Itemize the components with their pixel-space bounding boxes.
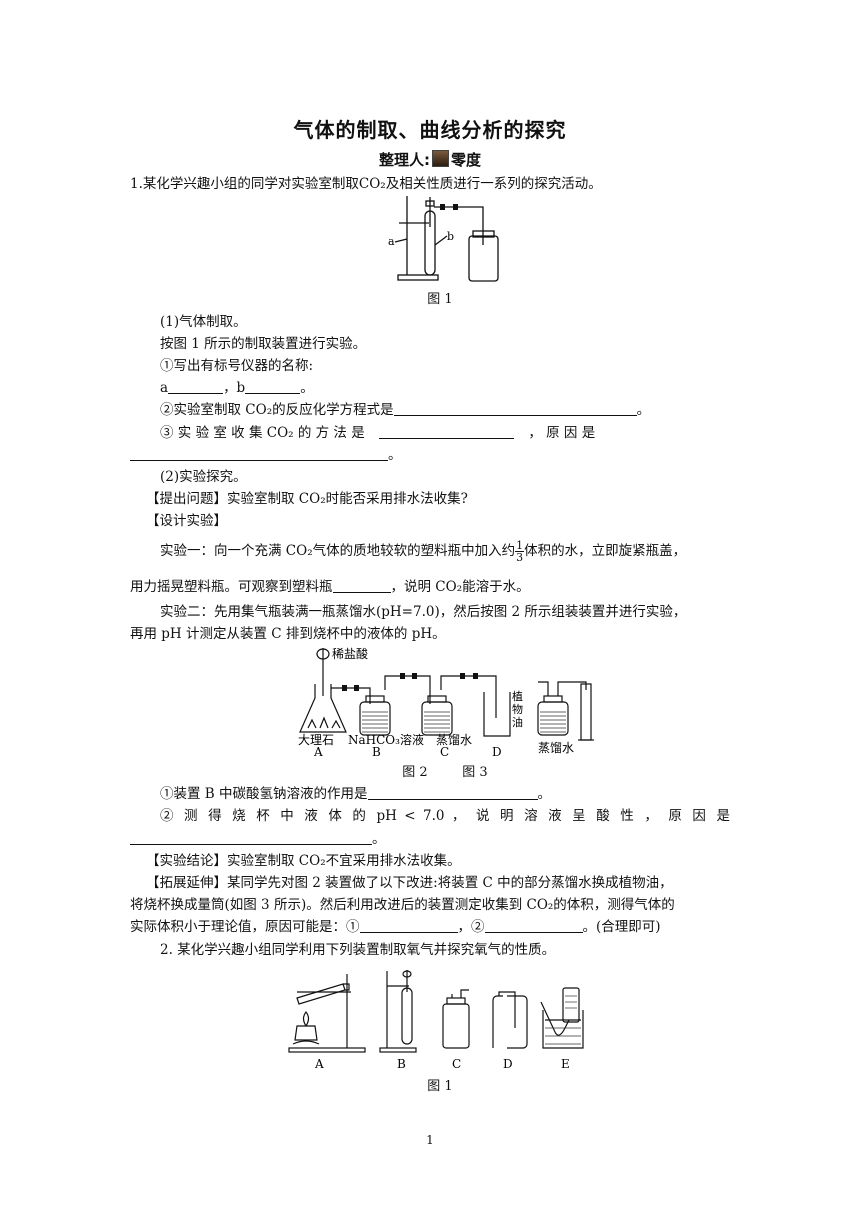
blank-b <box>245 379 301 394</box>
blank-nahco3 <box>367 785 538 800</box>
q2-label-B: B <box>397 1057 406 1071</box>
q1-p15: ①装置 B 中碳酸氢钠溶液的作用是 。 <box>160 784 730 804</box>
q1-p4: a ，b 。 <box>160 378 730 398</box>
blank-equation <box>393 401 637 416</box>
label-oil-1: 植 <box>512 689 523 703</box>
q1-p17-end: 。 <box>372 831 386 847</box>
q1-exp2-line2: 再用 pH 计测定从装置 C 排到烧杯中的液体的 pH。 <box>130 626 446 642</box>
label-C: C <box>440 745 449 758</box>
q1-p5-a: ②实验室制取 CO₂的反应化学方程式是 <box>160 402 394 418</box>
q1-p2: 按图 1 所示的制取装置进行实验。 <box>160 336 367 352</box>
q1-p7: 。 <box>130 445 730 465</box>
label-B: B <box>372 745 381 758</box>
label-nahco3: NaHCO₃溶液 <box>348 732 424 747</box>
q2-intro: 2. 某化学兴趣小组同学利用下列装置制取氧气并探究氧气的性质。 <box>160 942 556 958</box>
blank-observation <box>332 578 391 593</box>
q1-p4-b: ，b <box>223 380 246 396</box>
q1-p6: ③ 实 验 室 收 集 CO₂ 的 方 法 是 ， 原 因 是 <box>160 423 730 443</box>
blank-cause-1 <box>359 918 458 933</box>
fig1-caption: 图 1 <box>427 292 453 307</box>
fig1-label-a: a <box>388 235 395 248</box>
q2-label-C: C <box>452 1057 461 1071</box>
avatar-icon <box>431 150 449 167</box>
q1-p21-c: 。(合理即可) <box>582 919 661 935</box>
q1-p5-b: 。 <box>636 402 651 418</box>
q1-p6-b: ， 原 因 是 <box>528 425 596 441</box>
fig2-caption: 图 2 <box>402 765 428 780</box>
blank-a <box>168 379 224 394</box>
q1-p15-a: ①装置 B 中碳酸氢钠溶液的作用是 <box>160 786 368 802</box>
blank-reason <box>130 446 388 461</box>
q1-p7-end: 。 <box>388 447 402 463</box>
q1-p21-b: ，② <box>457 919 485 935</box>
label-A: A <box>313 745 323 758</box>
blank-acid-reason <box>130 830 372 845</box>
label-water-fig3: 蒸馏水 <box>538 741 574 755</box>
blank-method <box>379 424 515 439</box>
label-oil-2: 物 <box>512 702 523 716</box>
q2-label-A: A <box>314 1057 324 1071</box>
q2-figure-1: A B C D E <box>288 970 584 1071</box>
q1-p4-a: a <box>160 380 169 396</box>
q1-p11-a: 实验一：向一个充满 CO₂气体的质地较软的塑料瓶中加入约 <box>160 543 516 559</box>
label-water-c: 蒸馏水 <box>436 733 472 747</box>
author-prefix: 整理人: <box>378 151 430 169</box>
q2-label-E: E <box>561 1057 570 1071</box>
q1-figure-2-3: 稀盐酸 植 物 油 大理石 NaHCO₃溶液 蒸馏水 蒸馏水 A B C D <box>298 646 594 758</box>
q1-design: 【设计实验】 <box>146 513 227 529</box>
q1-figure-1: a b <box>388 196 499 282</box>
label-dilute-hcl: 稀盐酸 <box>332 646 368 661</box>
q1-p4-c: 。 <box>300 380 314 396</box>
q1-intro: 1.某化学兴趣小组的同学对实验室制取CO₂及相关性质进行一系列的探究活动。 <box>130 176 602 192</box>
q1-p6-a: ③ 实 验 室 收 集 CO₂ 的 方 法 是 <box>160 425 365 441</box>
author-name: 零度 <box>450 151 481 169</box>
q1-extension-line3: 实际体积小于理论值，原因可能是：① ，② 。(合理即可) <box>130 917 730 937</box>
q1-extension-line2: 将烧杯换成量筒(如图 3 所示)。然后利用改进后的装置测定收集到 CO₂的体积，… <box>130 897 675 913</box>
q1-p11-b: 体积的水，立即旋紧瓶盖， <box>524 543 687 559</box>
q1-part2: (2)实验探究。 <box>160 469 247 485</box>
q1-exp1-line2: 用力摇晃塑料瓶。可观察到塑料瓶 ，说明 CO₂能溶于水。 <box>130 577 730 597</box>
q1-p16: ② 测 得 烧 杯 中 液 体 的 pH < 7.0 ， 说 明 溶 液 呈 酸… <box>160 808 730 824</box>
fig1-label-b: b <box>447 230 454 243</box>
label-oil-3: 油 <box>512 715 523 729</box>
author-line: 整理人: 零度 <box>0 149 860 170</box>
q1-p5: ②实验室制取 CO₂的反应化学方程式是 。 <box>160 400 730 420</box>
q2-fig-caption: 图 1 <box>427 1079 453 1094</box>
q1-p17: 。 <box>130 829 730 849</box>
q2-label-D: D <box>503 1057 513 1071</box>
q1-question: 【提出问题】实验室制取 CO₂时能否采用排水法收集? <box>146 491 468 507</box>
page-title: 气体的制取、曲线分析的探究 <box>293 118 567 142</box>
q1-part1: (1)气体制取。 <box>160 314 247 330</box>
q1-extension-line1: 【拓展延伸】某同学先对图 2 装置做了以下改进:将装置 C 中的部分蒸馏水换成植… <box>146 875 673 891</box>
q1-p3: ①写出有标号仪器的名称: <box>160 358 314 374</box>
blank-cause-2 <box>484 918 583 933</box>
q1-p15-b: 。 <box>537 786 552 802</box>
q1-p12-a: 用力摇晃塑料瓶。可观察到塑料瓶 <box>130 579 333 595</box>
q1-conclusion: 【实验结论】实验室制取 CO₂不宜采用排水法收集。 <box>146 853 461 869</box>
q1-exp2-line1: 实验二：先用集气瓶装满一瓶蒸馏水(pH=7.0)，然后按图 2 所示组装装置并进… <box>160 604 687 620</box>
fig3-caption: 图 3 <box>462 765 488 780</box>
q1-p12-b: ，说明 CO₂能溶于水。 <box>390 579 530 595</box>
label-marble: 大理石 <box>298 733 334 747</box>
label-D: D <box>492 745 502 758</box>
q1-p21-a: 实际体积小于理论值，原因可能是：① <box>130 919 360 935</box>
page-number: 1 <box>426 1133 434 1147</box>
